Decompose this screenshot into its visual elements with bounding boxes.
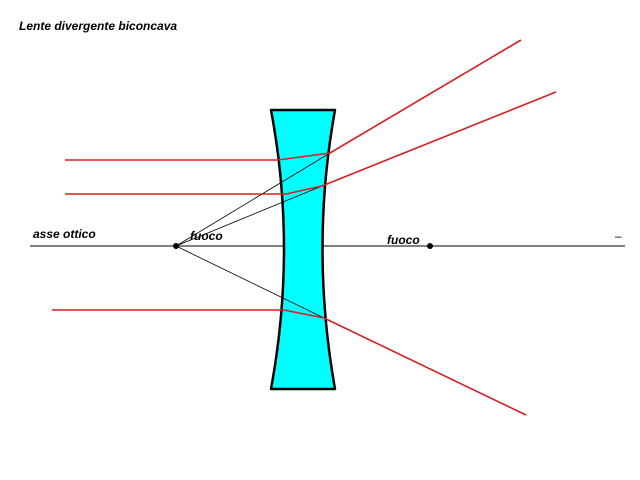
lens-ray-3 xyxy=(283,309,325,319)
construction-line-3 xyxy=(175,245,325,319)
focus-point-right xyxy=(427,243,433,249)
lens-ray-1 xyxy=(277,152,331,161)
biconcave-lens xyxy=(269,108,337,391)
lens-ray-2 xyxy=(285,185,323,195)
construction-line-1 xyxy=(175,152,331,247)
refracted-ray-3 xyxy=(323,317,527,416)
focus-right-label: fuoco xyxy=(387,233,420,247)
diagram-title: Lente divergente biconcava xyxy=(19,19,177,33)
optical-axis-label: asse ottico xyxy=(33,227,96,241)
refracted-ray-2 xyxy=(321,91,557,187)
refracted-ray-1 xyxy=(329,39,522,154)
focus-left-label: fuoco xyxy=(190,229,223,243)
axis-end-mark: – xyxy=(615,229,622,243)
focus-point-left xyxy=(173,243,179,249)
construction-line-2 xyxy=(175,185,323,247)
